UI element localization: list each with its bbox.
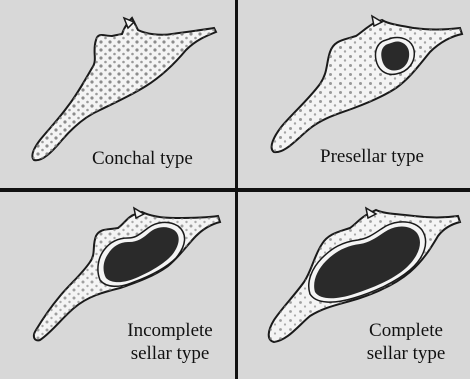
panel-label-line1: Incomplete (110, 320, 230, 342)
panel-label: Conchal type (92, 148, 193, 170)
horizontal-divider (0, 188, 470, 192)
panel-label-line2: sellar type (346, 343, 466, 365)
panel-label: Presellar type (320, 146, 424, 168)
panel-incomplete-sellar-type: Incomplete sellar type (0, 192, 235, 379)
panel-presellar-type: Presellar type (238, 0, 470, 188)
panel-complete-sellar-type: Complete sellar type (238, 192, 470, 379)
panel-label-line2: sellar type (110, 343, 230, 365)
panel-conchal-type: Conchal type (0, 0, 235, 188)
panel-label-line1: Complete (346, 320, 466, 342)
